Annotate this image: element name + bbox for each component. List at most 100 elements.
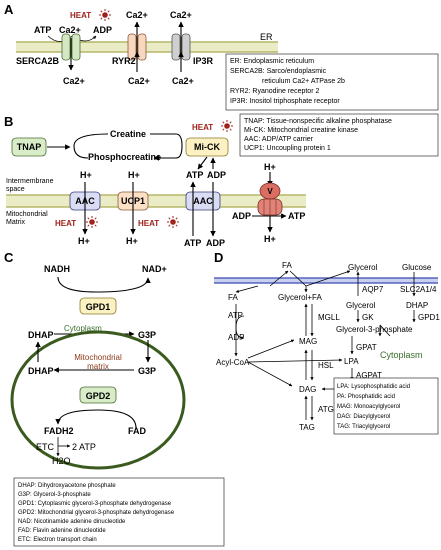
intermembrane-label: Intermembrane — [6, 178, 54, 185]
b-adp: ADP — [207, 170, 226, 180]
legend-d-line: TAG: Triacylglycerol — [337, 424, 390, 430]
b-heat-label: HEAT — [192, 123, 213, 132]
h2o-label: H2O — [52, 456, 71, 466]
legend-b-line: TNAP: Tissue-nonspecific alkaline phosph… — [244, 118, 392, 125]
legend-c-line: FAD: Flavin adenine dinucleotide — [18, 528, 106, 534]
d-glucose-top: Glucose — [402, 263, 432, 272]
d-cytoplasm-label: Cytoplasm — [380, 350, 423, 360]
legend-b-line: UCP1: Uncoupling protein 1 — [244, 145, 331, 152]
h-plus: H+ — [126, 236, 138, 246]
matrix-label: Mitochondrial — [74, 353, 122, 362]
legend-a-line: IP3R: Inositol triphosphate receptor — [230, 98, 340, 105]
legend-c-line: NAD: Nicotinamide adenine dinucleotide — [18, 519, 126, 525]
legend-a-line: SERCA2B: Sarco/endoplasmic — [230, 68, 327, 75]
creatine-label: Creatine — [110, 129, 146, 139]
mag-label: MAG — [299, 337, 317, 346]
hsl-label: HSL — [318, 361, 334, 370]
panel-a: A ER HEAT ATP Ca2+ ADP SERCA2B Ca2+ Ca2+… — [4, 2, 439, 111]
matrix-label: Mitochondrial — [6, 211, 48, 218]
atp-label: 2 ATP — [72, 442, 96, 452]
mgll-label: MGLL — [318, 313, 340, 322]
h-plus: H+ — [78, 236, 90, 246]
panel-a-letter: A — [4, 2, 14, 17]
glycerol-fa-label: Glycerol+FA — [278, 293, 322, 302]
panel-d: D FA Glycerol Glucose AQP7 SLC2A1/4 FA G… — [214, 250, 440, 435]
panel-b-letter: B — [4, 114, 13, 129]
legend-a-line: ER: Endoplasmic reticulum — [230, 58, 314, 65]
d-glycerol: Glycerol — [346, 301, 376, 310]
b-adp: ADP — [232, 211, 251, 221]
serca2b-pump — [61, 33, 71, 61]
panel-c: C NADH NAD+ GPD1 DHAP G3P Cytoplasm Mito… — [4, 250, 225, 547]
h-plus: H+ — [80, 170, 92, 180]
b-atp: ATP — [186, 170, 203, 180]
legend-a-line: reticulum Ca2+ ATPase 2b — [262, 78, 345, 85]
aac-label: AAC — [193, 196, 213, 206]
legend-c-line: GPD2: Mitochondrial glycerol-3-phosphate… — [18, 510, 175, 516]
aac-transporter — [185, 191, 221, 211]
g3p-label: Glycerol-3-phosphate — [336, 325, 413, 334]
d-glycerol-top: Glycerol — [348, 263, 378, 272]
plasma-membrane — [214, 278, 438, 283]
dag-label: DAG — [299, 385, 316, 394]
er-label: ER — [260, 32, 273, 42]
ryr2-label: RYR2 — [112, 56, 136, 66]
gk-label: GK — [362, 313, 374, 322]
atgl-label: ATGL — [318, 405, 339, 414]
a-ca4: Ca2+ — [172, 76, 194, 86]
panel-d-letter: D — [214, 250, 223, 265]
serca2b-label: SERCA2B — [16, 56, 60, 66]
heat-icon — [98, 8, 112, 22]
gpd2-box — [79, 386, 117, 404]
ip3r-channel — [171, 33, 181, 61]
h-plus: H+ — [264, 234, 276, 244]
b-heat-label: HEAT — [55, 219, 76, 228]
d-fa: FA — [228, 293, 238, 302]
gpat-label: GPAT — [356, 343, 377, 352]
mick-label: Mi-CK — [194, 142, 220, 152]
heat-icon — [220, 119, 234, 133]
a-ca-bottom: Ca2+ — [63, 76, 85, 86]
acyl-coa-label: Acyl-CoA — [216, 358, 250, 367]
cytoplasm-label: Cytoplasm — [64, 324, 102, 333]
fadh2-label: FADH2 — [44, 426, 74, 436]
tnap-box — [11, 137, 47, 157]
heat-icon — [85, 215, 99, 229]
legend-c-line: G3P: Glycerol-3-phosphate — [18, 492, 91, 498]
a-adp: ADP — [93, 25, 112, 35]
phosphocreatine-label: Phosphocreatine — [88, 152, 161, 162]
slc-label: SLC2A1/4 — [400, 285, 437, 294]
legend-b-line: AAC: ADP/ATP carrier — [244, 136, 314, 143]
matrix-label: Matrix — [6, 219, 26, 226]
intermembrane-label: space — [6, 186, 25, 193]
legend-b-line: Mi-CK: Mitochondrial creatine kinase — [244, 127, 358, 134]
heat-icon — [166, 215, 180, 229]
aqp7-label: AQP7 — [362, 285, 384, 294]
legend-d-line: LPA: Lysophosphatidic acid — [337, 384, 410, 390]
nadh-label: NADH — [44, 264, 70, 274]
legend-c-line: DHAP: Dihydroxyacetone phosphate — [18, 483, 116, 489]
a-ca1: Ca2+ — [126, 10, 148, 20]
legend-a — [225, 53, 439, 111]
a-ca-top: Ca2+ — [59, 25, 81, 35]
a-ca3: Ca2+ — [170, 10, 192, 20]
b-atp: ATP — [288, 211, 305, 221]
dhap-label: DHAP — [28, 366, 54, 376]
d-gpd1: GPD1 — [418, 313, 440, 322]
legend-d-line: DAG: Diacylglycerol — [337, 414, 390, 420]
matrix-label: matrix — [87, 362, 109, 371]
gpd2-label: GPD2 — [86, 391, 111, 401]
h-plus: H+ — [264, 162, 276, 172]
a-ca2: Ca2+ — [128, 76, 150, 86]
legend-c-line: ETC: Electron transport chain — [18, 537, 97, 543]
nad-label: NAD+ — [142, 264, 167, 274]
panel-b: B TNAP Creatine Phosphocreatine Mi-CK HE… — [4, 113, 439, 248]
ryr2-channel — [127, 33, 137, 61]
legend-d-line: PA: Phosphatidic acid — [337, 394, 395, 400]
g3p-label: G3P — [138, 366, 156, 376]
panel-c-letter: C — [4, 250, 14, 265]
gpd1-box — [79, 297, 117, 315]
legend-a-line: RYR2: Ryanodine receptor 2 — [230, 88, 319, 95]
tag-label: TAG — [299, 423, 315, 432]
